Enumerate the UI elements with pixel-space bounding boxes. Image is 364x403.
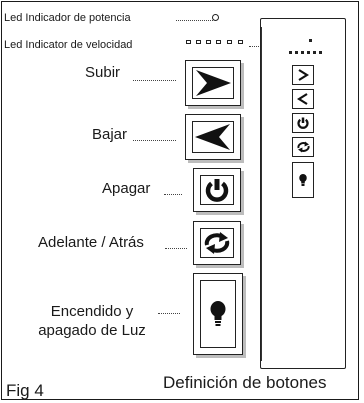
up-label: Subir [85,64,121,81]
remote-control [260,18,346,369]
figure-number: Fig 4 [6,381,44,400]
light-label-line2: apagado de Luz [38,322,146,339]
direction-label: Adelante / Atrás [38,234,144,251]
chevron-left-icon [195,124,230,150]
remote-power-button[interactable] [292,113,314,133]
down-label: Bajar [92,126,128,143]
light-button[interactable] [193,273,243,355]
up-button[interactable] [185,60,241,106]
power-icon [297,117,309,129]
reverse-arrows-icon [204,232,230,254]
power-button[interactable] [193,168,241,212]
light-bulb-icon [299,173,307,186]
light-label: Encendido y apagado de Luz [30,302,154,340]
remote-up-button[interactable] [292,65,314,85]
down-button[interactable] [185,114,241,160]
power-icon [205,179,229,202]
led-speed-label: Led Indicator de velocidad [4,39,133,51]
light-bulb-icon [210,301,226,326]
chevron-left-icon [297,93,308,105]
reverse-arrows-icon [296,141,310,153]
figure-title: Definición de botones [163,373,327,392]
remote-light-button[interactable] [292,162,314,198]
led-power-marker [212,14,219,21]
power-label: Apagar [102,180,151,197]
light-leader [158,313,180,314]
down-leader [133,140,176,141]
figure-frame [1,1,359,400]
up-leader [133,80,176,81]
led-power-label: Led Indicador de potencia [4,12,131,24]
remote-edge-line [261,27,262,361]
remote-direction-button[interactable] [292,137,314,157]
light-label-line1: Encendido y [50,303,134,320]
direction-leader [165,248,187,249]
led-power-leader [176,20,213,21]
remote-power-led [309,39,312,42]
chevron-right-icon [298,69,309,81]
direction-button[interactable] [193,221,241,265]
remote-down-button[interactable] [292,89,314,109]
power-leader [164,194,182,195]
chevron-right-icon [196,70,231,96]
led-speed-leader [249,46,259,47]
